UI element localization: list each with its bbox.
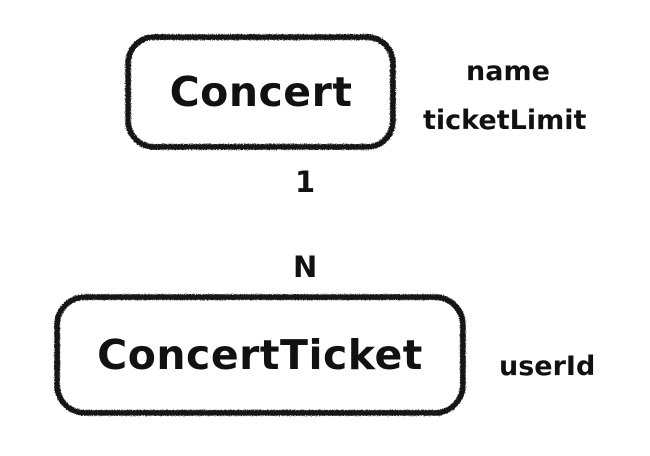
- entity-concert[interactable]: Concert: [128, 36, 394, 148]
- attribute-label-name: name: [466, 56, 550, 87]
- entity-concert-label: Concert: [169, 67, 353, 116]
- cardinality-label-one: 1: [295, 165, 316, 199]
- attribute-label-user-id: userId: [499, 351, 596, 382]
- entity-concert-ticket-label: ConcertTicket: [97, 330, 423, 379]
- entity-box-concert-ticket-stroke: [54, 294, 466, 416]
- cardinality-label-many: N: [293, 250, 318, 284]
- entity-box-concert-stroke: [125, 34, 396, 150]
- entity-concert-ticket[interactable]: ConcertTicket: [56, 296, 464, 414]
- attribute-label-ticket-limit: ticketLimit: [423, 105, 587, 136]
